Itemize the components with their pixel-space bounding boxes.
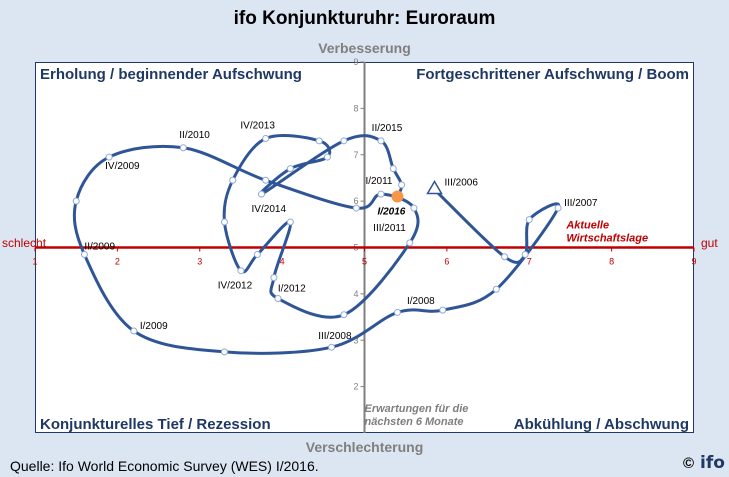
x-tick-label: 9 bbox=[691, 257, 696, 267]
data-point bbox=[237, 267, 245, 275]
point-label: III/2007 bbox=[564, 198, 598, 209]
data-point bbox=[377, 190, 385, 198]
data-point bbox=[501, 253, 509, 261]
data-point bbox=[340, 311, 348, 319]
x-tick-label: 5 bbox=[362, 257, 367, 267]
data-point bbox=[521, 250, 529, 258]
point-label: II/2010 bbox=[179, 130, 210, 141]
point-label: IV/2012 bbox=[218, 281, 253, 292]
point-label: II/2015 bbox=[372, 123, 403, 134]
y-tick-label: 9 bbox=[353, 57, 358, 67]
reference-line-label: Aktuelle bbox=[565, 220, 609, 232]
y-tick-label: 3 bbox=[353, 335, 358, 345]
point-label: I/2008 bbox=[407, 296, 435, 307]
data-point bbox=[377, 137, 385, 145]
point-label: IV/2014 bbox=[252, 204, 287, 215]
ifo-logo: ifo bbox=[700, 453, 725, 473]
point-label: III/2011 bbox=[373, 223, 406, 234]
x-tick-label: 7 bbox=[527, 257, 532, 267]
y-tick-label: 6 bbox=[353, 196, 358, 206]
data-point bbox=[492, 285, 500, 293]
data-point bbox=[323, 153, 331, 161]
y-tick-label: 2 bbox=[353, 382, 358, 392]
data-point bbox=[262, 135, 270, 143]
copyright-sign: © bbox=[683, 455, 695, 472]
chart-title: ifo Konjunkturuhr: Euroraum bbox=[233, 8, 496, 29]
y-axis-bottom-label: Verschlechterung bbox=[305, 439, 424, 455]
x-tick-label: 8 bbox=[609, 257, 614, 267]
data-point bbox=[262, 176, 270, 184]
data-point bbox=[80, 250, 88, 258]
x-tick-label: 3 bbox=[197, 257, 202, 267]
y-axis-top-label: Verbesserung bbox=[318, 40, 411, 56]
quadrant-label-bottom-left: Konjunkturelles Tief / Rezession bbox=[40, 416, 271, 433]
reference-line-label: Wirtschaftslage bbox=[566, 233, 648, 245]
quadrant-label-top-right: Fortgeschrittener Aufschwung / Boom bbox=[416, 66, 689, 83]
y-tick-label: 4 bbox=[353, 289, 358, 299]
forecast-note: Erwartungen für die bbox=[365, 403, 469, 415]
quadrant-label-top-left: Erholung / beginnender Aufschwung bbox=[40, 66, 302, 83]
data-point bbox=[220, 348, 228, 356]
data-point bbox=[352, 204, 360, 212]
data-point bbox=[315, 137, 323, 145]
source-note: Quelle: Ifo World Economic Survey (WES) … bbox=[10, 458, 319, 474]
data-point bbox=[179, 144, 187, 152]
data-point bbox=[274, 295, 282, 303]
point-label: IV/2013 bbox=[240, 121, 275, 132]
y-tick-label: 7 bbox=[353, 150, 358, 160]
data-point bbox=[398, 181, 406, 189]
point-label: I/2016 bbox=[378, 206, 406, 217]
x-axis-right-label: gut bbox=[701, 236, 718, 250]
data-point bbox=[389, 165, 397, 173]
data-point bbox=[439, 306, 447, 314]
data-point bbox=[229, 176, 237, 184]
point-label: II/2009 bbox=[84, 241, 115, 252]
data-point bbox=[105, 153, 113, 161]
forecast-note: nächsten 6 Monate bbox=[365, 416, 464, 428]
data-point bbox=[328, 343, 336, 351]
point-label: I/2011 bbox=[365, 176, 392, 187]
data-point bbox=[554, 204, 562, 212]
start-marker bbox=[426, 180, 443, 195]
data-point bbox=[286, 165, 294, 173]
data-point bbox=[406, 239, 414, 247]
data-point bbox=[253, 250, 261, 258]
point-label: IV/2009 bbox=[105, 161, 140, 172]
current-point-marker bbox=[391, 190, 404, 203]
x-tick-label: 4 bbox=[280, 257, 285, 267]
point-label: III/2006 bbox=[445, 178, 479, 189]
quadrant-label-bottom-right: Abkühlung / Abschwung bbox=[513, 416, 689, 433]
data-point bbox=[258, 190, 266, 198]
data-point bbox=[525, 216, 533, 224]
data-point bbox=[393, 308, 401, 316]
point-label: I/2009 bbox=[140, 321, 168, 332]
data-point bbox=[270, 274, 278, 282]
y-tick-label: 8 bbox=[353, 103, 358, 113]
data-point bbox=[72, 197, 80, 205]
point-label: III/2008 bbox=[318, 331, 352, 342]
data-point bbox=[340, 137, 348, 145]
x-tick-label: 2 bbox=[115, 257, 120, 267]
data-point bbox=[130, 327, 138, 335]
data-point bbox=[220, 218, 228, 226]
x-tick-label: 1 bbox=[32, 257, 37, 267]
data-point bbox=[410, 204, 418, 212]
x-tick-label: 6 bbox=[444, 257, 449, 267]
data-point bbox=[286, 218, 294, 226]
point-label: I/2012 bbox=[278, 284, 306, 295]
